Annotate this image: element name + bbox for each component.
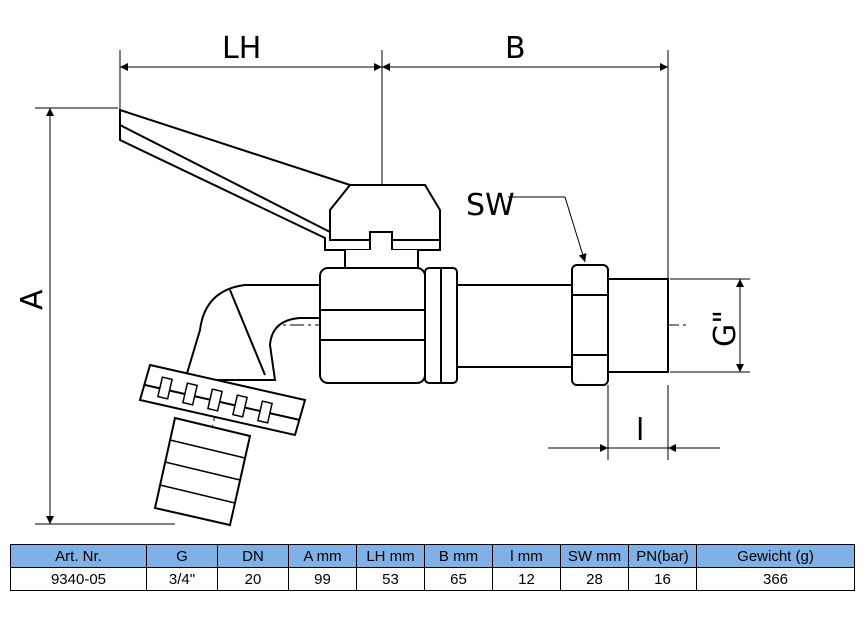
col-header-dn: DN	[217, 544, 289, 568]
col-header-a: A mm	[288, 544, 357, 568]
spec-table: Art. Nr. G DN A mm LH mm B mm l mm SW mm…	[10, 544, 855, 591]
valve-body	[119, 108, 669, 386]
table-row: 9340-05 3/4" 20 99 53 65 12 28 16 366	[10, 567, 855, 591]
col-header-art-nr: Art. Nr.	[10, 544, 147, 568]
cell-sw: 28	[560, 567, 629, 591]
dim-label-l: l	[636, 413, 644, 448]
cell-pn: 16	[628, 567, 697, 591]
col-header-lh: LH mm	[356, 544, 425, 568]
valve-technical-drawing: LH B A SW G" l	[15, 31, 750, 527]
cell-g: 3/4"	[146, 567, 218, 591]
dim-label-sw: SW	[466, 188, 515, 223]
cell-a: 99	[288, 567, 357, 591]
cell-l: 12	[492, 567, 561, 591]
cell-weight: 366	[696, 567, 855, 591]
cell-dn: 20	[217, 567, 289, 591]
dimension-lines	[46, 63, 744, 524]
dim-label-lh: LH	[222, 31, 261, 66]
cell-art-nr: 9340-05	[10, 567, 147, 591]
cell-lh: 53	[356, 567, 425, 591]
dim-label-a: A	[15, 289, 50, 310]
col-header-l: l mm	[492, 544, 561, 568]
col-header-b: B mm	[424, 544, 493, 568]
dim-label-b: B	[505, 31, 526, 66]
col-header-sw: SW mm	[560, 544, 629, 568]
cell-b: 65	[424, 567, 493, 591]
table-header-row: Art. Nr. G DN A mm LH mm B mm l mm SW mm…	[10, 544, 855, 568]
col-header-weight: Gewicht (g)	[696, 544, 855, 568]
col-header-pn: PN(bar)	[628, 544, 697, 568]
col-header-g: G	[146, 544, 218, 568]
hose-connector	[138, 363, 307, 527]
dim-label-g: G"	[708, 310, 743, 347]
